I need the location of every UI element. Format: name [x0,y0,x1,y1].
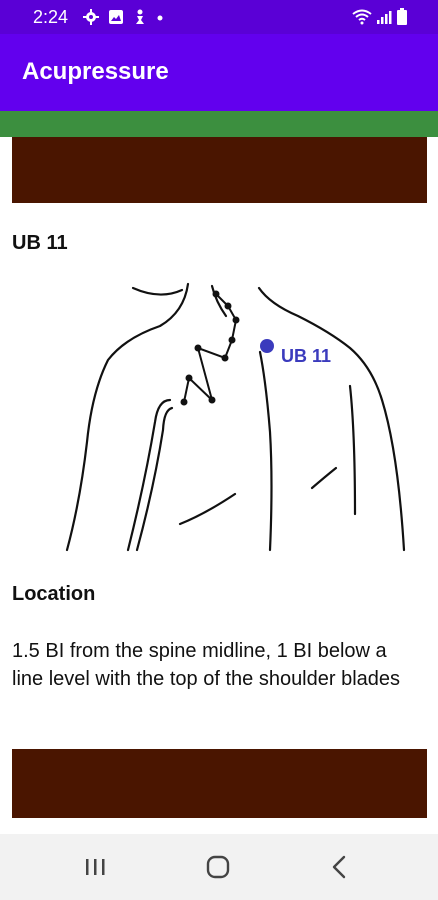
neck-line-left [131,286,184,296]
meridian-point [208,396,216,404]
meridian-point [221,354,229,362]
collar-line [210,284,228,318]
meridian-point [228,336,236,344]
meridian-point [212,290,220,298]
image-icon [109,10,123,24]
neck-outline-right [257,286,406,552]
ub11-marker-label: UB 11 [281,346,331,366]
ub11-marker-dot [260,339,274,353]
status-time: 2:24 [33,7,69,27]
meridian-point [180,398,188,406]
back-icon[interactable] [320,852,360,882]
arm-line-2 [135,406,174,552]
dot-icon [157,15,163,21]
location-description: 1.5 BI from the spine midline, 1 BI belo… [12,640,401,690]
app-bar: Acupressure [0,34,438,111]
neck-outline-left [65,282,190,552]
meridian-point [194,344,202,352]
home-icon[interactable] [198,852,238,882]
battery-icon [397,8,407,25]
app-title: Acupressure [22,58,169,85]
acupressure-illustration: UB 11 [65,282,406,552]
right-shoulder-inner [348,384,357,516]
wifi-icon [352,9,372,25]
status-icons-right [352,7,408,27]
settings-icon [83,9,99,25]
spine-line [258,350,273,552]
back-contour-1 [178,492,237,526]
figure-icon [136,9,144,24]
meridian-line [183,293,238,404]
meridian-point [232,316,240,324]
green-strip [0,111,438,137]
back-contour-2 [310,466,338,490]
banner-top [12,137,427,203]
banner-bottom [12,749,427,818]
status-icons-left [83,8,164,26]
signal-icon [377,11,392,24]
nav-bar [0,834,438,900]
arm-line-1 [126,398,172,552]
point-name: UB 11 [12,232,68,254]
status-bar: 2:24 [0,0,438,34]
recent-apps-icon[interactable] [75,852,115,882]
meridian-point [185,374,193,382]
meridian-point [224,302,232,310]
location-heading: Location [12,583,96,605]
